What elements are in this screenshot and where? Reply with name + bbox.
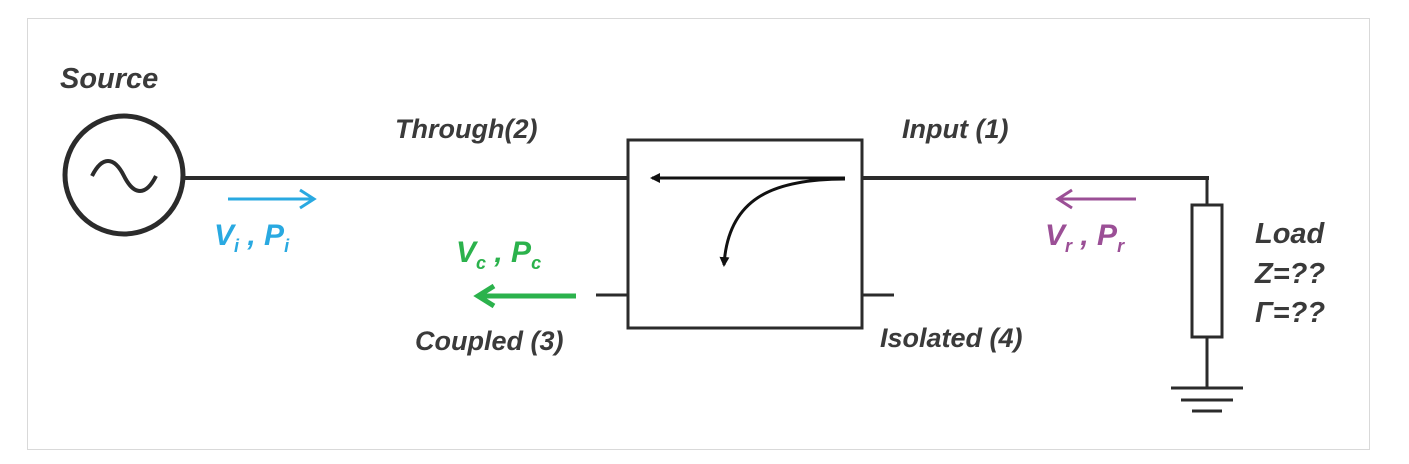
incident-wave: Vi , Pi: [214, 188, 317, 256]
incident-separator: ,: [239, 219, 264, 252]
isolated-port-label: Isolated (4): [880, 323, 1023, 353]
impedance-label: Z=??: [1254, 258, 1325, 290]
incident-arrowhead: [299, 188, 317, 210]
coupled-power: P: [511, 236, 532, 269]
reflected-voltage: V: [1045, 219, 1068, 252]
incident-power-subscript: i: [284, 236, 290, 256]
ground-icon: [1171, 386, 1243, 413]
reflected-power: P: [1097, 219, 1118, 252]
coupled-voltage-subscript: c: [476, 253, 486, 273]
reflected-separator: ,: [1072, 219, 1097, 252]
coupled-power-subscript: c: [531, 253, 541, 273]
directional-coupler-icon: [626, 138, 864, 330]
incident-voltage: V: [214, 219, 237, 252]
reflected-voltage-subscript: r: [1065, 236, 1073, 256]
incident-voltage-subscript: i: [234, 236, 240, 256]
input-port-label: Input (1): [902, 114, 1008, 144]
coupled-port-label: Coupled (3): [415, 326, 564, 356]
reflection-coefficient-label: Γ=??: [1255, 297, 1325, 329]
coupled-arrowhead: [473, 283, 496, 309]
coupled-wave: Vc , Pc: [456, 236, 576, 309]
coupled-separator: ,: [486, 236, 511, 269]
reflected-power-subscript: r: [1117, 236, 1125, 256]
through-port-label: Through(2): [395, 114, 537, 144]
reflected-label: Vr , Pr: [1045, 219, 1125, 256]
load-label: Load: [1255, 218, 1326, 250]
reflected-arrowhead: [1055, 188, 1073, 210]
incident-power: P: [264, 219, 285, 252]
incident-label: Vi , Pi: [214, 219, 290, 256]
coupled-voltage: V: [456, 236, 479, 269]
source-label: Source: [60, 63, 158, 95]
ac-source-icon: [62, 113, 186, 237]
coupled-wave-label: Vc , Pc: [456, 236, 541, 273]
reflected-wave: Vr , Pr: [1045, 188, 1136, 256]
resistor-icon: [1190, 178, 1224, 388]
